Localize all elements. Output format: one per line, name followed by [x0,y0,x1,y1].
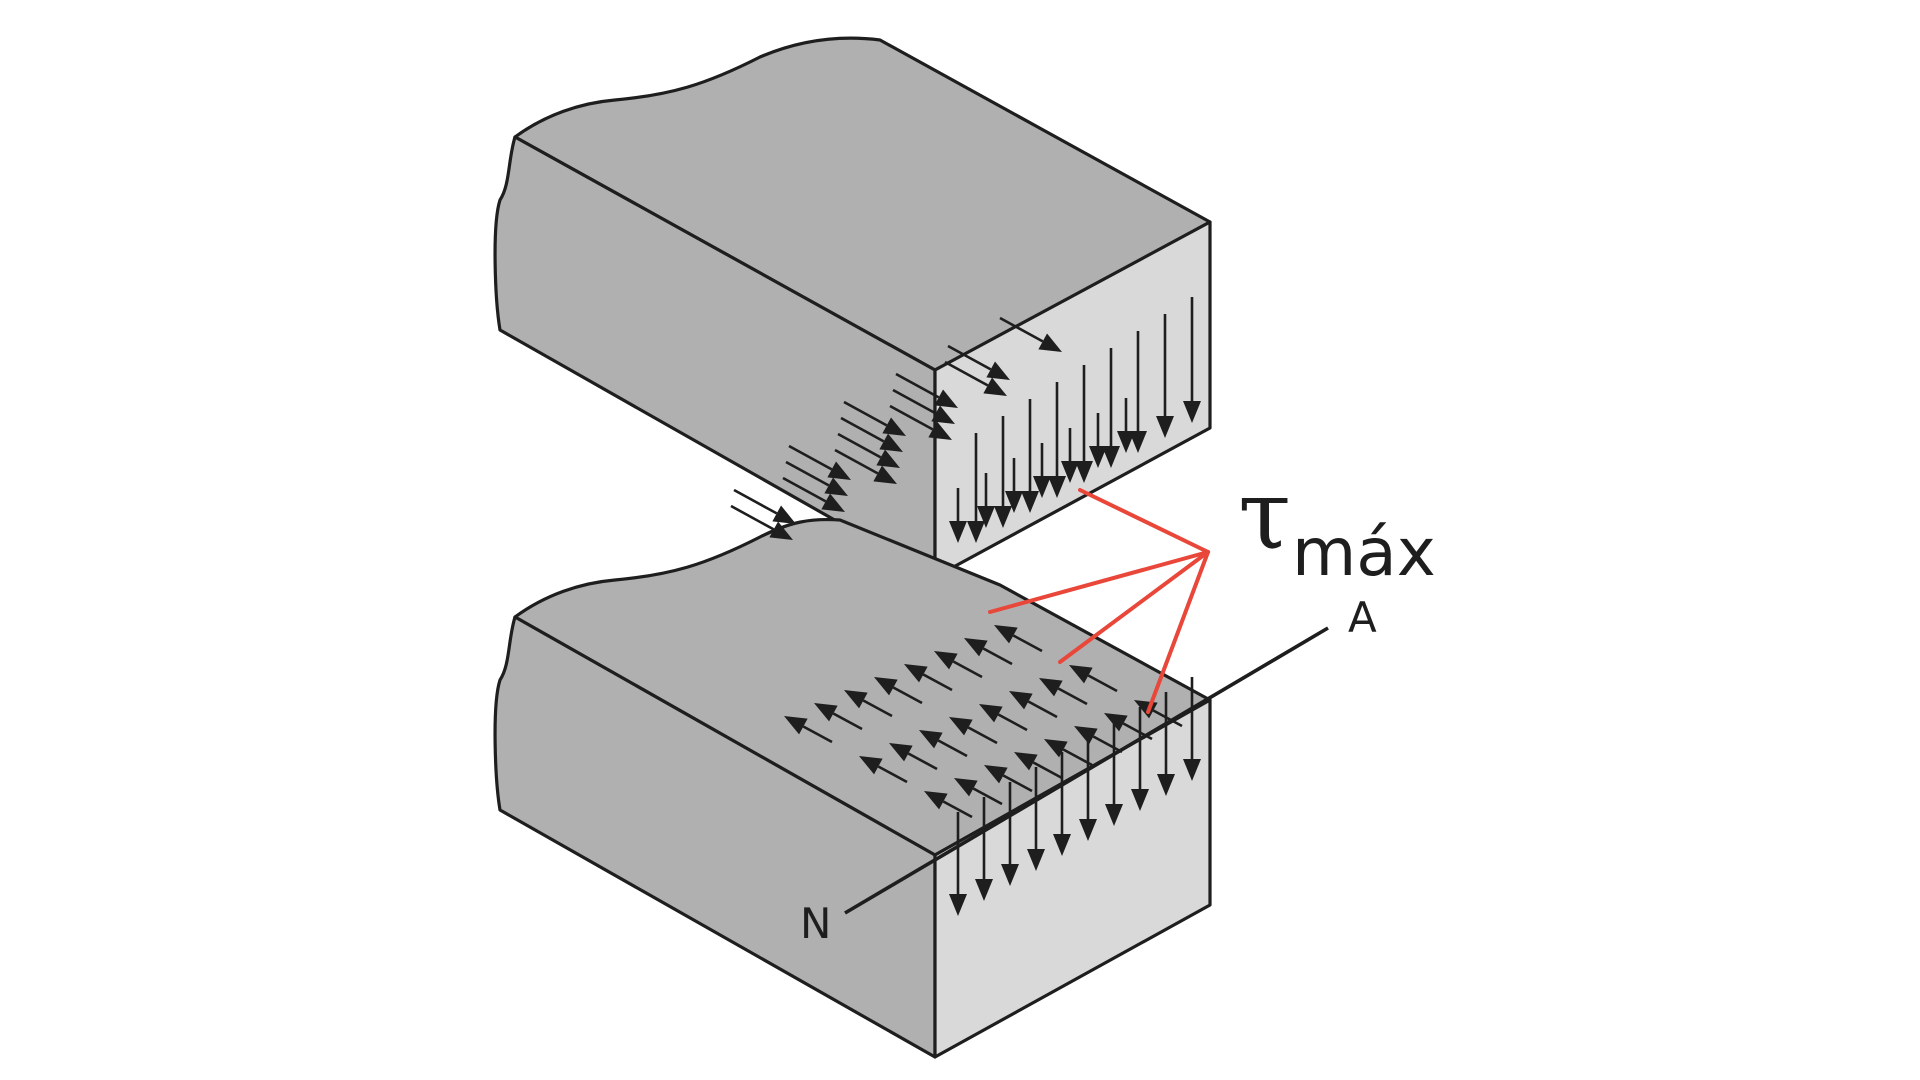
stress-arrow-29 [1061,428,1079,483]
stress-arrow-46 [889,743,938,771]
stress-arrow-60 [1053,752,1071,856]
stress-arrow-32 [994,625,1043,653]
axis-label-n: N [800,899,831,948]
stress-arrow-55 [924,791,973,819]
upper-block [493,36,1212,579]
stress-arrow-41 [1039,678,1088,706]
stress-arrow-34 [934,651,983,679]
stress-arrow-42 [1009,691,1058,719]
stress-arrow-6 [892,388,955,424]
stress-arrow-63 [1131,707,1149,811]
stress-arrow-19 [1102,348,1120,468]
leader-line-4 [1146,550,1210,714]
stress-arrow-31 [1117,398,1135,453]
stress-arrow-12 [733,488,796,524]
stress-arrow-61 [1079,737,1097,841]
stress-arrow-4 [843,400,906,436]
stress-arrow-17 [1156,314,1174,438]
stress-arrow-3 [895,372,958,408]
leader-line-1 [1078,488,1210,554]
stress-arrow-24 [967,433,985,543]
leader-line-3 [1058,550,1210,664]
lower-block [493,517,1212,1059]
stress-arrow-23 [994,416,1012,528]
stress-arrow-40 [1069,665,1118,693]
stress-arrow-1 [999,316,1062,352]
stress-arrow-8 [788,444,851,480]
stress-arrow-25 [949,488,967,543]
stress-arrow-2 [947,344,1010,380]
upper-block-top-face [513,36,1212,372]
stress-arrow-10 [837,432,900,468]
stress-arrow-35 [904,664,953,692]
stress-arrow-7 [840,416,903,452]
stress-arrow-20 [1075,365,1093,483]
stress-arrow-56 [949,812,967,916]
stress-arrow-16 [1183,297,1201,423]
tau-subscript-label: máx [1292,514,1436,591]
stress-arrow-9 [889,404,952,440]
stress-arrow-59 [1027,767,1045,871]
stress-arrow-13 [834,448,897,484]
stress-arrow-15 [730,504,793,540]
stress-arrow-53 [984,765,1033,793]
stress-arrow-21 [1048,382,1066,498]
stress-arrow-39 [784,716,833,744]
stress-arrow-54 [954,778,1003,806]
stress-arrow-5 [944,360,1007,396]
stress-arrow-14 [782,476,845,512]
stress-arrow-57 [975,797,993,901]
stress-arrow-11 [785,460,848,496]
stress-arrow-27 [1005,458,1023,513]
stress-arrow-64 [1157,692,1175,796]
stress-arrow-45 [919,730,968,758]
stress-arrow-65 [1183,677,1201,781]
stress-arrow-22 [1021,399,1039,513]
stress-arrow-18 [1129,331,1147,453]
stress-arrows [730,297,1201,916]
stress-arrow-62 [1105,722,1123,826]
stress-arrow-33 [964,638,1013,666]
stress-arrow-38 [814,703,863,731]
tau-symbol-label: τ [1238,459,1291,571]
stress-arrow-37 [844,690,893,718]
stress-arrow-44 [949,717,998,745]
leader-line-2 [988,550,1210,614]
stress-arrow-43 [979,704,1028,732]
stress-arrow-30 [1089,413,1107,468]
neutral-axis-line [844,626,1329,915]
stress-arrow-50 [1074,726,1123,754]
stress-arrow-36 [874,677,923,705]
lower-block-front-face [493,615,937,1059]
stress-arrow-47 [859,756,908,784]
tau-max-leaders [988,488,1210,714]
axis-label-a: A [1348,593,1377,642]
stress-arrow-26 [977,473,995,528]
stress-arrow-58 [1001,782,1019,886]
stress-arrow-52 [1014,752,1063,780]
stress-arrow-28 [1033,443,1051,498]
